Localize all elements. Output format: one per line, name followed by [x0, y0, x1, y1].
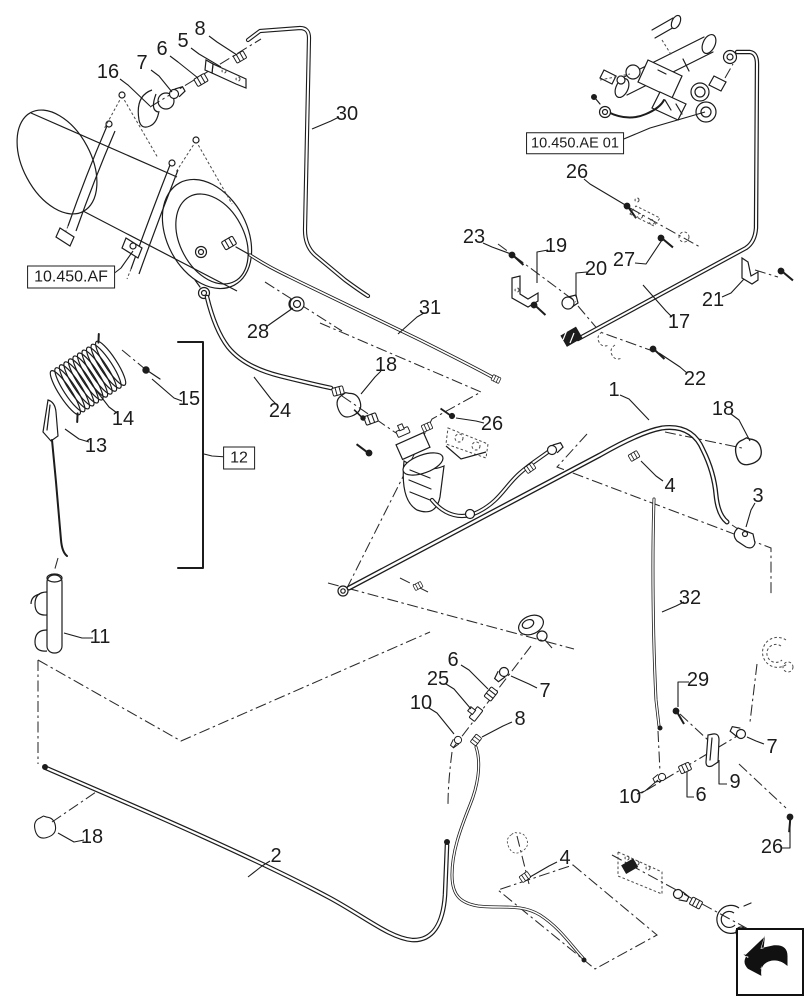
- callout-25: 25: [426, 668, 450, 690]
- callout-6: 6: [695, 784, 707, 806]
- callout-13: 13: [84, 435, 108, 457]
- callout-8: 8: [194, 18, 206, 40]
- callout-23: 23: [462, 226, 486, 248]
- callout-4: 4: [559, 847, 571, 869]
- leader-lines: [57, 35, 791, 878]
- callout-29: 29: [686, 669, 710, 691]
- callout-2: 2: [270, 845, 282, 867]
- callout-31: 31: [418, 297, 442, 319]
- bracket-12: [177, 341, 204, 569]
- callout-17: 17: [667, 311, 691, 333]
- figure-ref-r12[interactable]: 12: [223, 446, 255, 470]
- pipe-17: [560, 49, 760, 347]
- callout-7: 7: [766, 736, 778, 758]
- callout-28: 28: [246, 321, 270, 343]
- tube-30: [245, 25, 371, 299]
- callout-15: 15: [177, 388, 201, 410]
- line-32: [651, 497, 663, 731]
- figure-ref-ae01[interactable]: 10.450.AE 01: [526, 132, 624, 154]
- ghost-hose: [450, 745, 587, 963]
- callout-21: 21: [701, 289, 725, 311]
- callout-3: 3: [752, 485, 764, 507]
- callout-24: 24: [268, 400, 292, 422]
- hose-24-assembly: [194, 279, 379, 426]
- callout-6: 6: [156, 38, 168, 60]
- hose-2: [31, 764, 450, 943]
- line-31: [248, 253, 502, 384]
- callout-9: 9: [729, 771, 741, 793]
- injection-pump-assembly: [591, 14, 727, 123]
- bottom-right-exploded-group: [617, 851, 752, 938]
- callout-8: 8: [514, 708, 526, 730]
- nav-return-button[interactable]: [736, 928, 804, 996]
- callout-6: 6: [447, 649, 459, 671]
- hose-1-group: [337, 424, 765, 597]
- tank-fitting-group: [137, 50, 248, 128]
- callout-4: 4: [664, 475, 676, 497]
- callout-19: 19: [544, 235, 568, 257]
- return-arrow-icon: [743, 935, 788, 976]
- air-tank: [16, 91, 253, 292]
- callout-30: 30: [335, 103, 359, 125]
- callout-14: 14: [111, 408, 135, 430]
- callout-18: 18: [80, 826, 104, 848]
- callout-26: 26: [760, 836, 784, 858]
- callout-5: 5: [177, 30, 189, 52]
- callout-7: 7: [539, 680, 551, 702]
- fuel-filter-assembly: [350, 407, 565, 520]
- center-fitting-chain: [448, 614, 548, 750]
- callout-22: 22: [683, 368, 707, 390]
- callout-18: 18: [374, 354, 398, 376]
- callout-32: 32: [678, 587, 702, 609]
- figure-ref-af[interactable]: 10.450.AF: [27, 265, 115, 289]
- callout-10: 10: [618, 786, 642, 808]
- callout-20: 20: [584, 258, 608, 280]
- callout-26: 26: [480, 413, 504, 435]
- callout-27: 27: [612, 249, 636, 271]
- pipe-17-mounting-parts: [506, 197, 797, 361]
- callout-1: 1: [608, 379, 620, 401]
- callout-11: 11: [89, 626, 111, 648]
- callout-10: 10: [409, 692, 433, 714]
- spring-and-handle-group: [30, 333, 161, 654]
- callout-18: 18: [711, 398, 735, 420]
- right-fitting-group: [651, 636, 799, 834]
- callout-16: 16: [96, 61, 120, 83]
- callout-7: 7: [136, 52, 148, 74]
- callout-26: 26: [565, 161, 589, 183]
